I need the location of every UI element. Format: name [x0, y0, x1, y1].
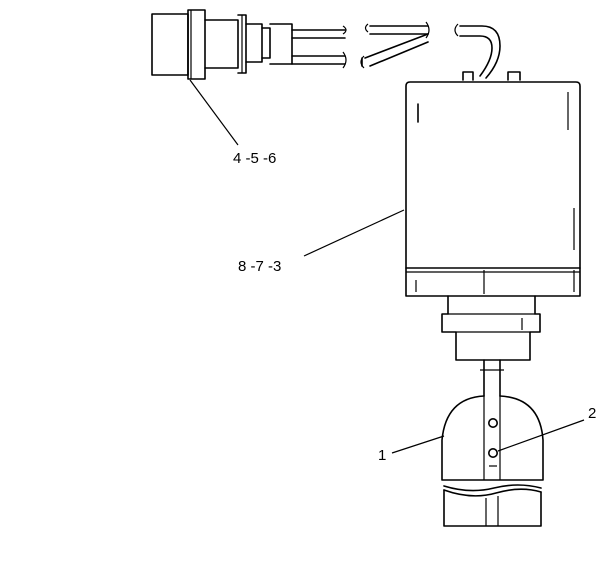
leader-tip [391, 435, 445, 454]
lower-hole [487, 447, 498, 458]
plunger-stem [480, 359, 504, 397]
connector-plug [151, 9, 293, 80]
leader-connector [189, 79, 239, 146]
callout-connector: 4 -5 -6 [233, 150, 276, 167]
leader-solenoid [303, 209, 405, 257]
solenoid-body [405, 71, 581, 297]
leader-lines [189, 79, 585, 454]
callout-solenoid: 8 -7 -3 [238, 258, 281, 275]
callout-tip: 1 [378, 447, 386, 464]
solenoid-neck [441, 295, 541, 361]
upper-hole [487, 417, 498, 428]
connector-wires [291, 21, 501, 79]
leader-hole [497, 419, 585, 452]
callout-hole: 2 [588, 405, 596, 422]
plunger-tip [441, 395, 544, 527]
